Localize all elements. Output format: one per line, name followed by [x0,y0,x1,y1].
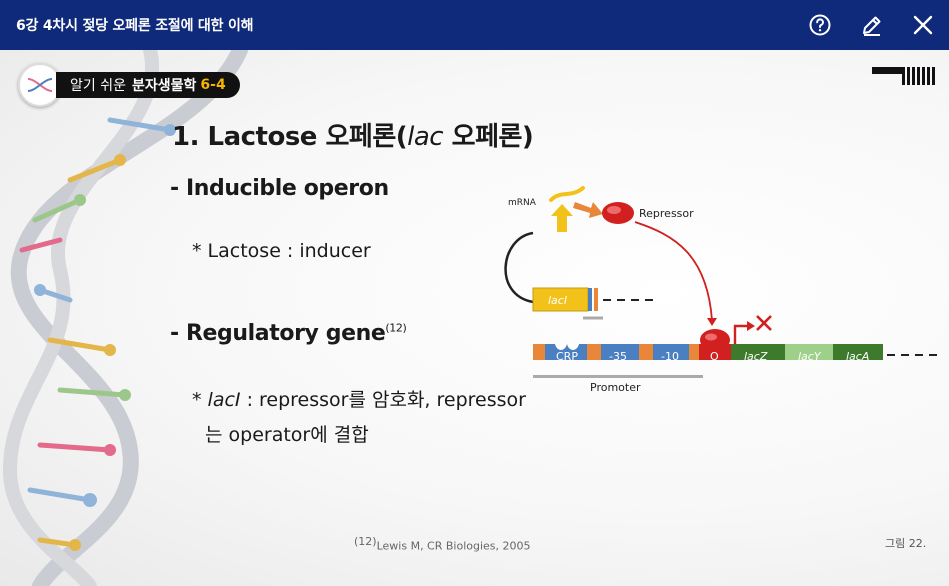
mrna-strand [549,186,585,202]
bullet-lactose-inducer: * Lactose : inducer [192,240,371,262]
arrow-right-icon [573,202,603,218]
svg-text:lacZ: lacZ [744,350,768,360]
slide-title: 1. Lactose 오페론(lac 오페론) [172,122,534,152]
course-label-bold: 분자생물학 [131,78,197,94]
repressor-label: Repressor [639,207,694,220]
help-button[interactable] [806,11,834,39]
laca-gene [833,344,883,360]
course-label-pre: 알기 쉬운 [70,78,126,94]
repressor-binding-arrow [634,221,713,321]
svg-text:-10: -10 [661,350,679,360]
close-button[interactable] [909,11,937,39]
lac-operon-diagram: mRNA Repressor lacI CRP -35 -10 O [504,186,943,360]
close-icon [913,15,933,35]
course-label-number: 6-4 [200,77,226,93]
crp-protein-icon [555,344,579,350]
dna-loop [504,231,534,304]
bound-repressor [700,329,730,351]
bullet-regulatory-gene: - Regulatory gene(12) [170,321,407,346]
citation: (12)Lewis M, CR Biologies, 2005 [354,535,531,553]
blocked-x-icon [756,315,772,331]
pencil-icon [863,16,881,36]
promoter-label: Promoter [590,381,641,394]
figure-label: 그림 22. [885,537,927,550]
lacz-gene [731,344,785,360]
slide-canvas: 알기 쉬운 분자생물학 6-4 1. Lactose 오페론(lac 오페론) … [0,50,949,586]
question-circle-icon [809,14,831,36]
svg-text:O: O [710,350,719,360]
brand-logo-icon [872,67,935,85]
svg-text:lacY: lacY [798,350,822,360]
dna-helix-illustration [2,50,248,586]
arrow-up-icon [551,204,573,232]
course-label: 알기 쉬운 분자생물학 6-4 [56,72,240,98]
promoter-bracket [533,375,703,378]
minus35-box [601,344,639,360]
bullet-inducible-operon: - Inducible operon [170,176,389,201]
bullet-laci-description: * lacI : repressor를 암호화, repressor [192,389,526,411]
svg-text:lacI: lacI [548,294,567,307]
title-bar: 6강 4차시 젖당 오페론 조절에 대한 이해 [0,0,949,50]
promoter-spacer-1 [533,344,545,360]
bullet-laci-description-line2: 는 operator에 결합 [205,424,369,446]
course-badge: 알기 쉬운 분자생물학 6-4 [18,63,240,107]
lacy-gene [785,344,833,360]
svg-text:lacA: lacA [846,350,869,360]
mrna-label: mRNA [508,198,537,208]
svg-text:-35: -35 [609,350,627,360]
minus10-box [653,344,689,360]
svg-text:CRP: CRP [556,350,578,360]
edit-button[interactable] [858,11,886,39]
window-title: 6강 4차시 젖당 오페론 조절에 대한 이해 [16,18,254,34]
